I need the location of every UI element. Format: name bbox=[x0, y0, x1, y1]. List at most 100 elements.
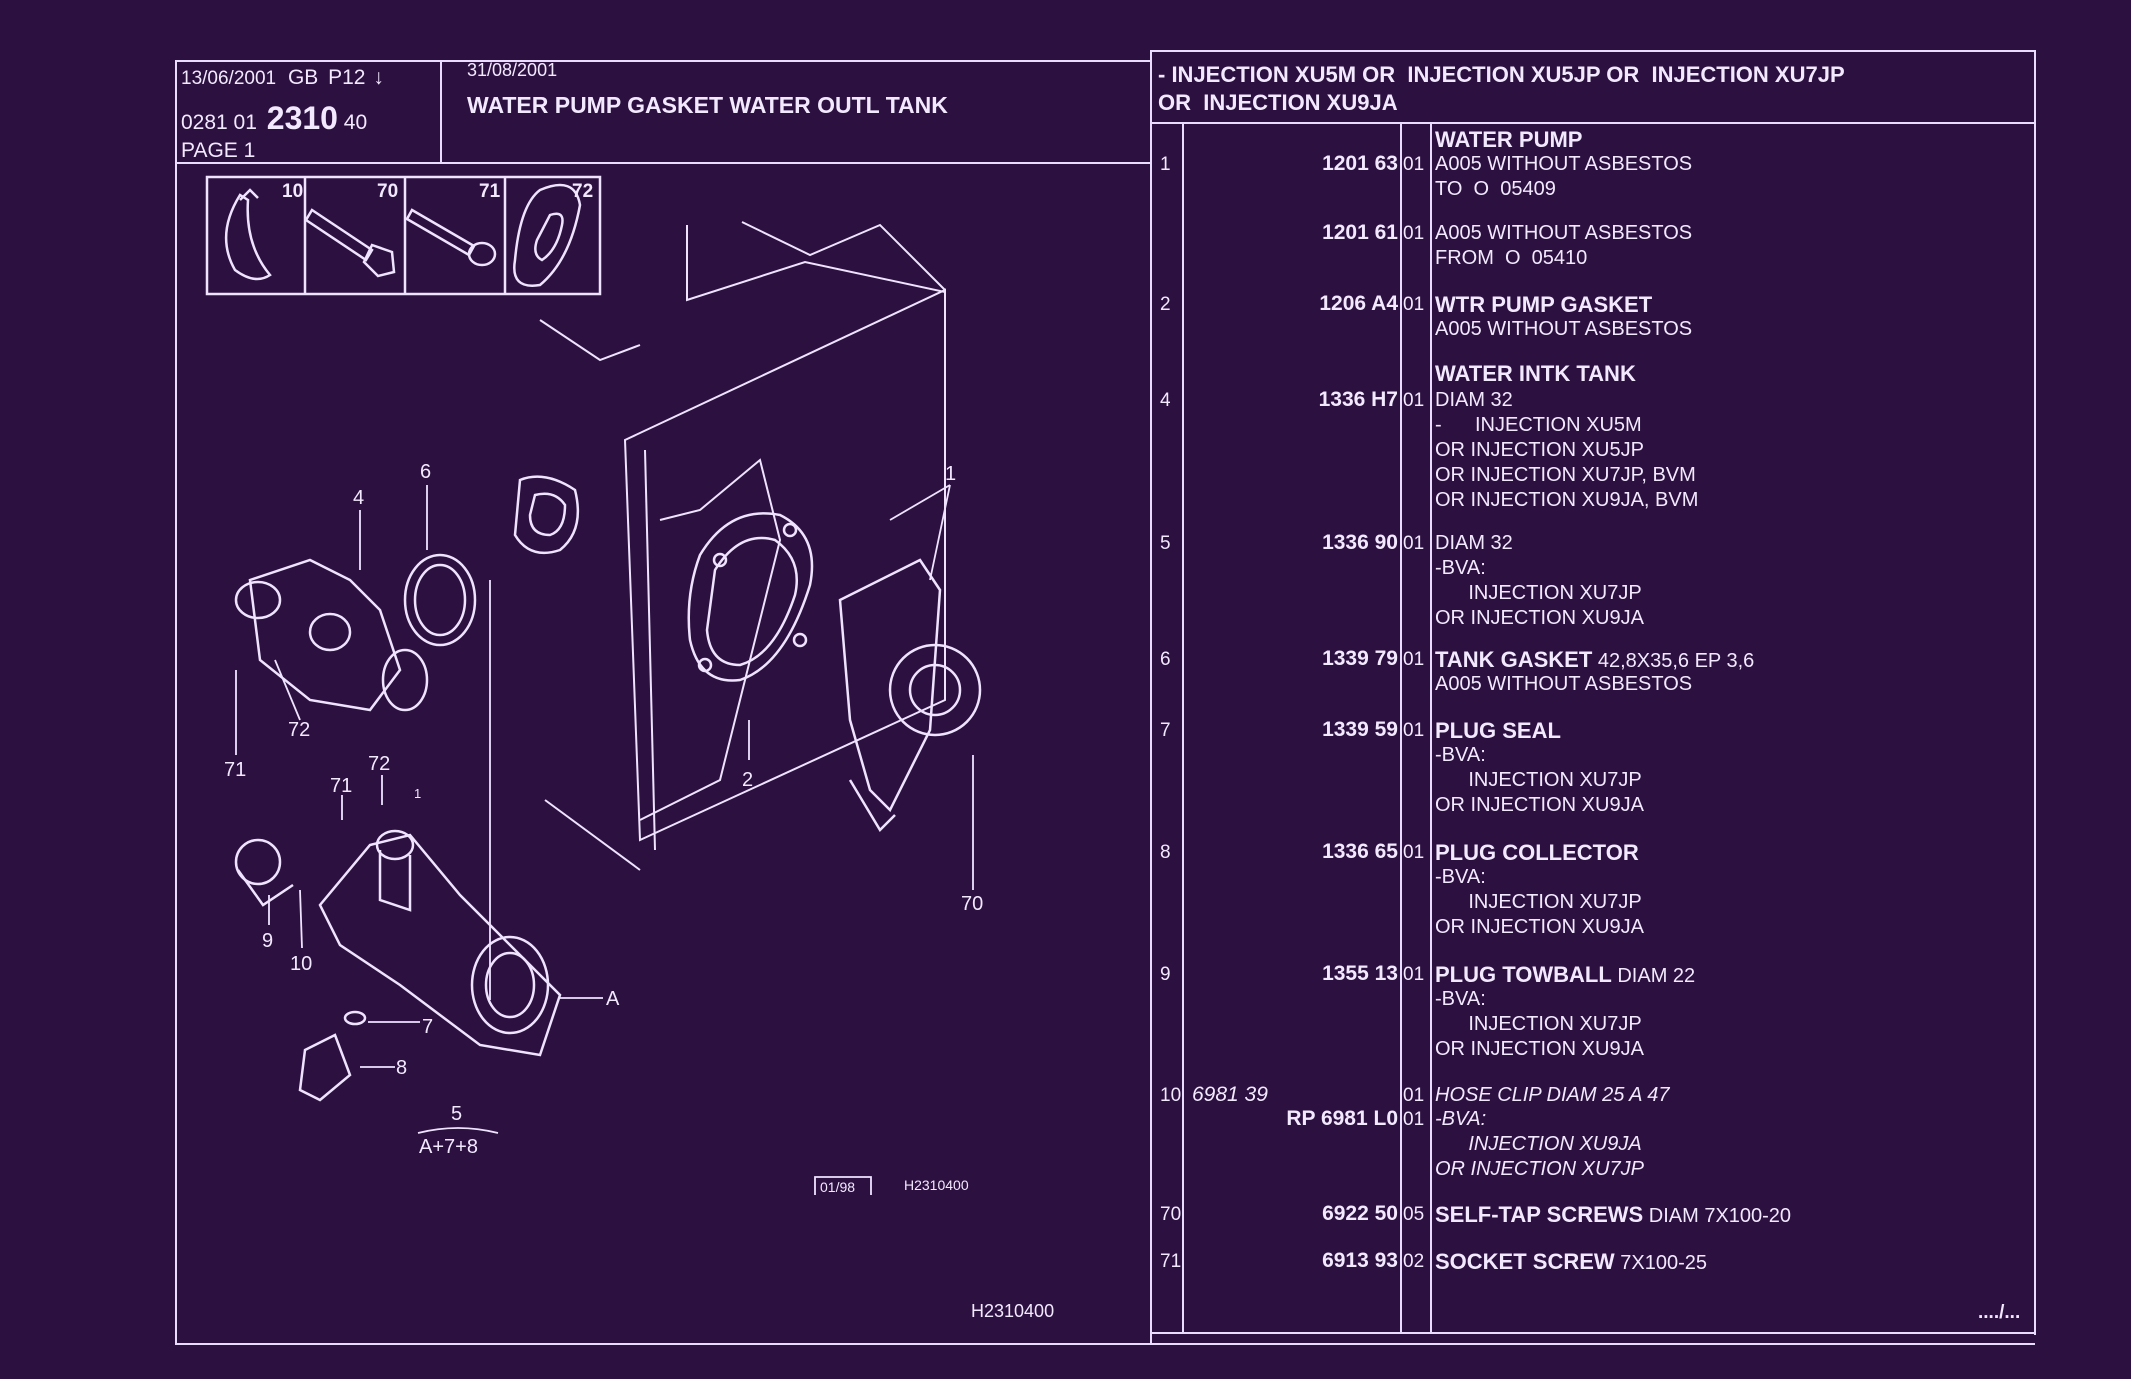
callout-9: 9 bbox=[262, 930, 273, 952]
part-detail: -BVA: bbox=[1435, 744, 1486, 766]
quantity: 05 bbox=[1403, 1204, 1425, 1225]
callout-6: 6 bbox=[420, 461, 431, 483]
down-arrow-icon: ↓ bbox=[373, 66, 384, 89]
thumbnail-strip: 10 70 71 72 bbox=[205, 175, 602, 296]
part-detail: -BVA: bbox=[1435, 1108, 1487, 1130]
part-name: WATER PUMP bbox=[1435, 127, 1583, 152]
part-detail: A005 WITHOUT ASBESTOS bbox=[1435, 153, 1693, 175]
row-ref: 5 bbox=[1160, 533, 1171, 554]
description-line: PLUG SEAL bbox=[1435, 718, 1561, 745]
drawing-ref: H2310400 bbox=[904, 1177, 969, 1193]
quantity: 01 bbox=[1403, 154, 1425, 175]
part-number: 1201 61 bbox=[1322, 221, 1398, 244]
leader-lines bbox=[235, 484, 974, 1134]
description-line: WATER INTK TANK bbox=[1435, 361, 1636, 388]
water-pump-gasket-drawing bbox=[687, 512, 814, 682]
part-number: 1206 A4 bbox=[1319, 292, 1398, 315]
description-line: -BVA: bbox=[1435, 743, 1486, 768]
part-detail: OR INJECTION XU5JP bbox=[1435, 439, 1644, 461]
description-line: A005 WITHOUT ASBESTOS bbox=[1435, 317, 1692, 342]
description-line: A005 WITHOUT ASBESTOS bbox=[1435, 672, 1692, 697]
description-line: PLUG COLLECTOR bbox=[1435, 840, 1639, 867]
description-line: TANK GASKET 42,8X35,6 EP 3,6 bbox=[1435, 647, 1754, 674]
part-detail: OR INJECTION XU9JA bbox=[1435, 607, 1644, 629]
group-code-prefix: 0281 01 bbox=[181, 111, 257, 134]
group-code-suffix: 40 bbox=[343, 111, 368, 134]
frame-left bbox=[175, 60, 177, 1345]
header-divider-left bbox=[440, 60, 442, 163]
part-number: 1339 59 bbox=[1322, 718, 1398, 741]
part-number: 1336 H7 bbox=[1318, 388, 1398, 411]
description-line: OR INJECTION XU9JA bbox=[1435, 606, 1644, 631]
table-col-qty bbox=[1430, 124, 1432, 1334]
description-line: DIAM 32 bbox=[1435, 531, 1513, 556]
part-name: WATER INTK TANK bbox=[1435, 361, 1636, 386]
quantity: 01 bbox=[1403, 533, 1425, 554]
table-bottom bbox=[1150, 1332, 2036, 1334]
description-line: WTR PUMP GASKET bbox=[1435, 292, 1652, 319]
part-detail: OR INJECTION XU7JP bbox=[1435, 1158, 1644, 1180]
group-code: 0281 01 2310 40 bbox=[181, 100, 367, 137]
description-line: OR INJECTION XU9JA, BVM bbox=[1435, 488, 1698, 513]
header-codes: 13/06/2001 GB P12 ↓ bbox=[181, 66, 384, 90]
footer-drawing-ref: H2310400 bbox=[971, 1301, 1054, 1321]
part-detail: - INJECTION XU5M bbox=[1435, 414, 1642, 436]
description-line: OR INJECTION XU5JP bbox=[1435, 438, 1644, 463]
part-name: PLUG COLLECTOR bbox=[1435, 840, 1639, 865]
header-bottom-right bbox=[1150, 122, 2036, 124]
callout-A: A bbox=[606, 988, 620, 1010]
part-detail: INJECTION XU9JA bbox=[1435, 1133, 1642, 1155]
part-detail: INJECTION XU7JP bbox=[1435, 891, 1642, 913]
row-ref: 1 bbox=[1160, 154, 1171, 175]
description-line: OR INJECTION XU7JP bbox=[1435, 1157, 1644, 1182]
callout-72: 72 bbox=[288, 719, 310, 741]
description-line: -BVA: bbox=[1435, 865, 1486, 890]
water-outlet-tank-drawing bbox=[234, 475, 580, 712]
description-line: FROM O 05410 bbox=[1435, 246, 1587, 271]
part-detail: HOSE CLIP DIAM 25 A 47 bbox=[1435, 1084, 1670, 1106]
row-ref: 71 bbox=[1160, 1251, 1182, 1272]
description-line: INJECTION XU7JP bbox=[1435, 890, 1642, 915]
row-ref: 70 bbox=[1160, 1204, 1182, 1225]
frame-top-right bbox=[1150, 50, 2036, 52]
description-line: OR INJECTION XU9JA bbox=[1435, 1037, 1644, 1062]
part-detail: TO O 05409 bbox=[1435, 178, 1556, 200]
panel-divider bbox=[1150, 50, 1152, 1343]
quantity: 01 bbox=[1403, 294, 1425, 315]
description-line: OR INJECTION XU9JA bbox=[1435, 915, 1644, 940]
part-detail: A005 WITHOUT ASBESTOS bbox=[1435, 673, 1693, 695]
continuation-mark: ..../... bbox=[1978, 1302, 2021, 1323]
tank-assembly-drawing bbox=[234, 829, 562, 1102]
part-number: 1355 13 bbox=[1322, 962, 1398, 985]
quantity: 01 bbox=[1403, 720, 1425, 741]
drawing-date-box: 01/98 bbox=[814, 1176, 872, 1195]
callout-1-lower: 1 bbox=[414, 786, 421, 801]
frame-bottom bbox=[175, 1343, 2035, 1345]
assembly-label: A+7+8 bbox=[419, 1136, 478, 1158]
group-code-main: 2310 bbox=[266, 100, 338, 136]
table-col-part bbox=[1400, 124, 1402, 1334]
quantity: 01 bbox=[1403, 1109, 1425, 1130]
description-line: DIAM 32 bbox=[1435, 388, 1513, 413]
row-ref: 10 bbox=[1160, 1085, 1182, 1106]
thumb-ref-10: 10 bbox=[282, 181, 303, 202]
thumb-ref-71: 71 bbox=[479, 181, 501, 202]
drawing-date: 01/98 bbox=[820, 1179, 855, 1195]
quantity: 01 bbox=[1403, 649, 1425, 670]
print-date: 13/06/2001 bbox=[181, 68, 277, 89]
alt-part-number: 6981 39 bbox=[1192, 1083, 1268, 1106]
part-detail: OR INJECTION XU9JA bbox=[1435, 916, 1644, 938]
quantity: 01 bbox=[1403, 390, 1425, 411]
quantity: 01 bbox=[1403, 223, 1425, 244]
part-detail: OR INJECTION XU9JA bbox=[1435, 1038, 1644, 1060]
callout-72-lower: 72 bbox=[368, 753, 390, 775]
part-name: SELF-TAP SCREWS bbox=[1435, 1202, 1644, 1227]
page-title: WATER PUMP GASKET WATER OUTL TANK bbox=[467, 92, 948, 118]
description-line: HOSE CLIP DIAM 25 A 47 bbox=[1435, 1083, 1670, 1108]
quantity: 01 bbox=[1403, 842, 1425, 863]
washer-icon bbox=[513, 183, 582, 287]
callout-10: 10 bbox=[290, 953, 312, 975]
socket-screw-icon bbox=[405, 208, 497, 267]
thumb-ref-72: 72 bbox=[572, 181, 593, 202]
